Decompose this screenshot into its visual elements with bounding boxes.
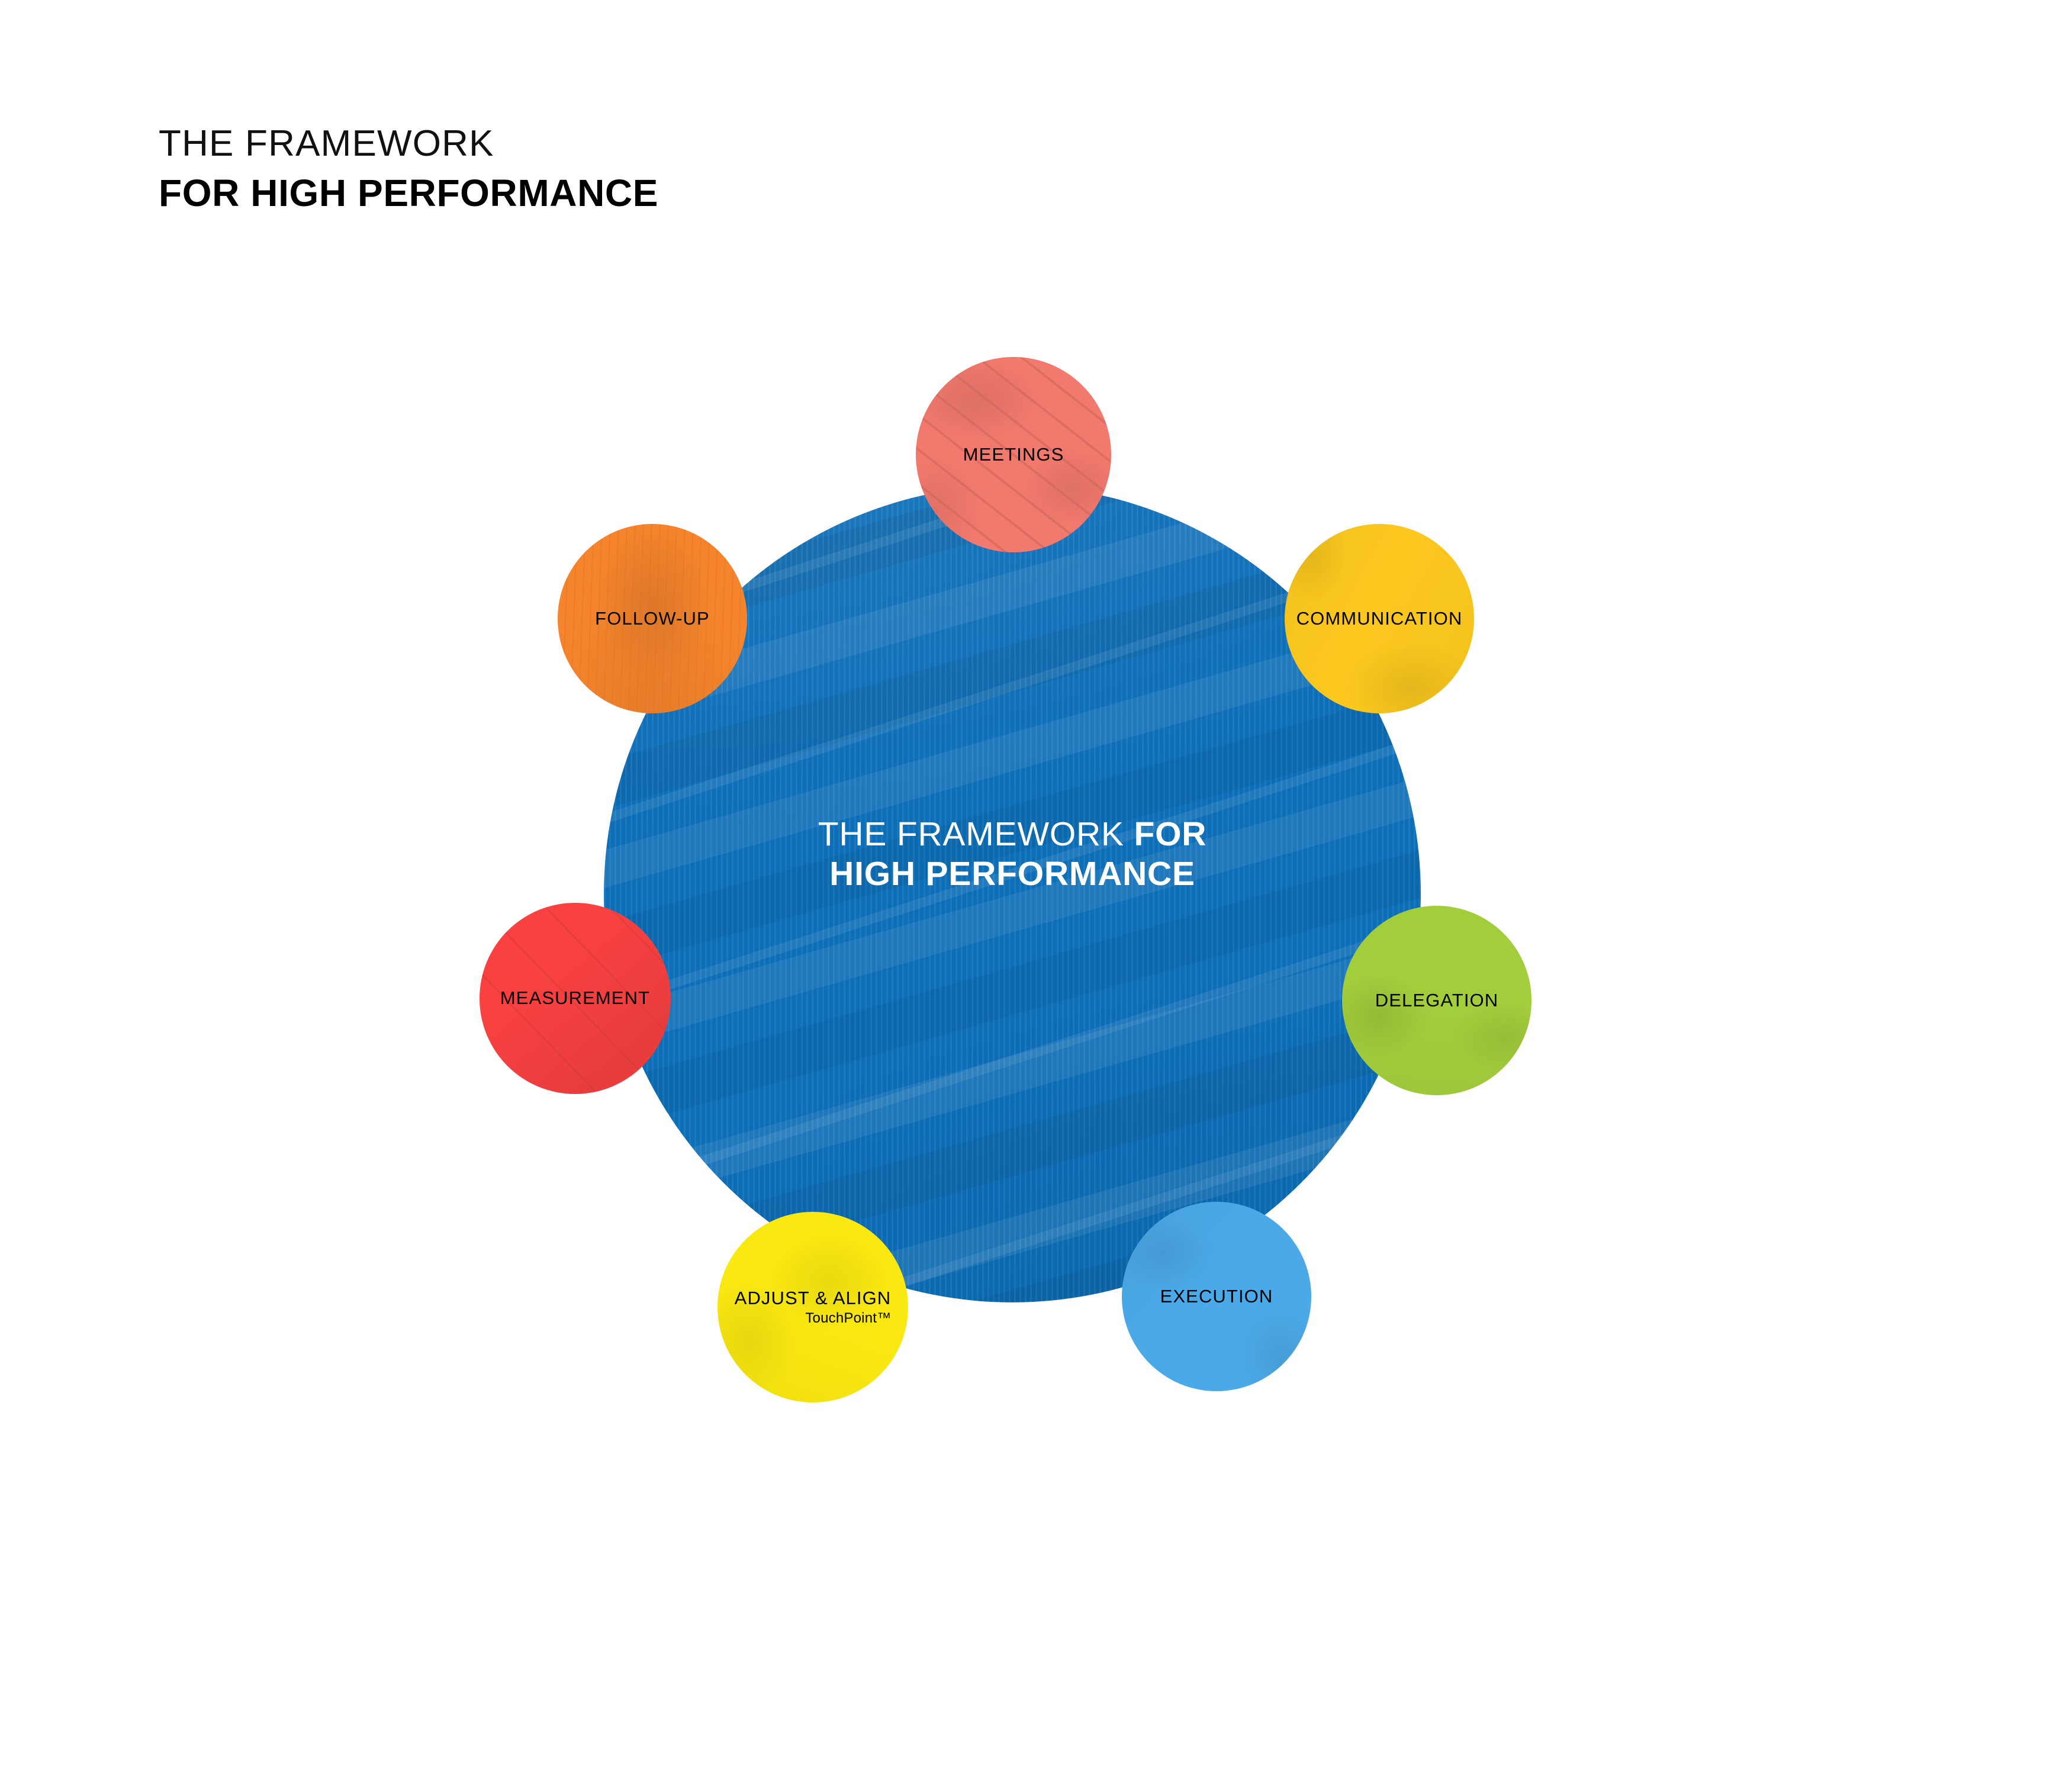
node-meetings-label: MEETINGS [963, 443, 1064, 465]
node-execution[interactable]: EXECUTION [1122, 1202, 1311, 1391]
node-communication-disc [1285, 524, 1474, 713]
page-title: THE FRAMEWORK FOR HIGH PERFORMANCE [159, 123, 658, 214]
node-meetings-photo-texture [916, 357, 1111, 552]
node-delegation-photo-texture [1342, 906, 1532, 1095]
node-execution-label: EXECUTION [1160, 1285, 1273, 1307]
page-title-line-1: THE FRAMEWORK [159, 123, 494, 164]
node-meetings[interactable]: MEETINGS [916, 357, 1111, 552]
node-adjust-align-label-wrap: ADJUST & ALIGN TouchPoint™ [735, 1289, 892, 1325]
node-measurement-photo-texture [480, 903, 671, 1094]
node-follow-up-disc [558, 524, 747, 713]
node-delegation-label-wrap: DELEGATION [1375, 989, 1499, 1011]
node-follow-up-label: FOLLOW-UP [595, 607, 710, 629]
hub-label-line-2: HIGH PERFORMANCE [829, 855, 1195, 893]
node-communication-label-wrap: COMMUNICATION [1296, 609, 1463, 629]
node-meetings-disc [916, 357, 1111, 552]
node-adjust-align-sublabel: TouchPoint™ [805, 1310, 892, 1326]
page-title-line-2: FOR HIGH PERFORMANCE [159, 172, 658, 214]
node-meetings-label-wrap: MEETINGS [963, 445, 1064, 465]
hub-label-line-1: THE FRAMEWORK FOR [639, 815, 1385, 854]
node-execution-disc [1122, 1202, 1311, 1391]
node-execution-label-wrap: EXECUTION [1160, 1285, 1273, 1307]
node-adjust-align-disc [718, 1212, 908, 1402]
hub-label-thin: THE FRAMEWORK [818, 815, 1134, 853]
node-follow-up-label-wrap: FOLLOW-UP [595, 609, 710, 629]
node-delegation-disc [1342, 906, 1532, 1095]
node-delegation-label: DELEGATION [1375, 989, 1499, 1011]
node-delegation[interactable]: DELEGATION [1342, 906, 1532, 1095]
node-follow-up[interactable]: FOLLOW-UP [558, 524, 747, 713]
hub-label: THE FRAMEWORK FOR HIGH PERFORMANCE [604, 815, 1421, 895]
node-communication-label: COMMUNICATION [1296, 607, 1463, 629]
node-adjust-align-label: ADJUST & ALIGN [734, 1288, 892, 1309]
node-measurement[interactable]: MEASUREMENT [480, 903, 671, 1094]
node-communication-photo-texture [1285, 524, 1474, 713]
hub-label-bold-for: FOR [1134, 815, 1207, 853]
node-follow-up-photo-texture [558, 524, 747, 713]
node-communication[interactable]: COMMUNICATION [1285, 524, 1474, 713]
node-execution-photo-texture [1122, 1202, 1311, 1391]
node-adjust-align-photo-texture [718, 1212, 908, 1402]
node-adjust-align[interactable]: ADJUST & ALIGN TouchPoint™ [718, 1212, 908, 1402]
node-measurement-label-wrap: MEASUREMENT [500, 989, 650, 1008]
node-measurement-disc [480, 903, 671, 1094]
node-measurement-label: MEASUREMENT [500, 987, 651, 1009]
